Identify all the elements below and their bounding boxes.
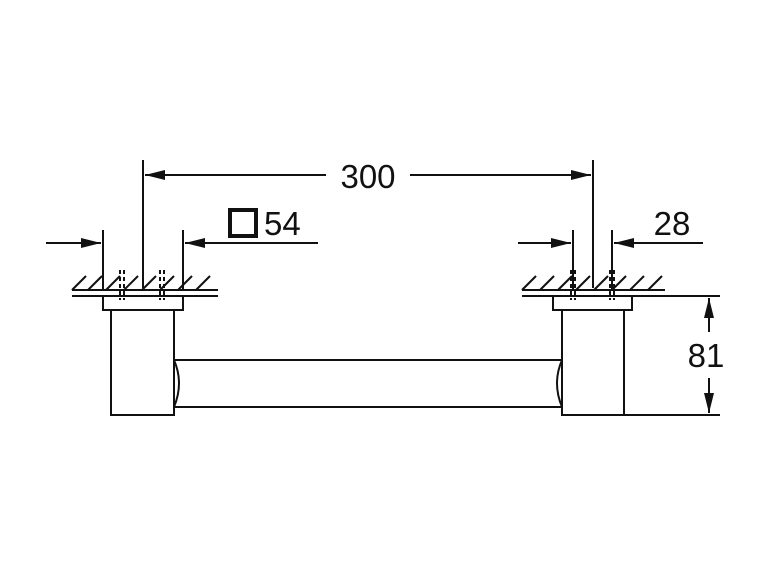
square-symbol-icon	[228, 208, 258, 238]
height-label: 81	[688, 337, 725, 374]
grab-bar	[173, 359, 563, 408]
width-label: 300	[340, 158, 395, 195]
square-size-label: 54	[264, 205, 301, 242]
height-dimension	[624, 295, 720, 416]
depth-dimension	[518, 230, 703, 290]
square-size-dimension	[46, 230, 318, 290]
left-wall-hatch	[71, 275, 218, 297]
depth-label: 28	[654, 205, 691, 242]
left-mount	[102, 270, 184, 416]
width-dimension	[142, 160, 594, 288]
right-mount	[552, 270, 633, 416]
